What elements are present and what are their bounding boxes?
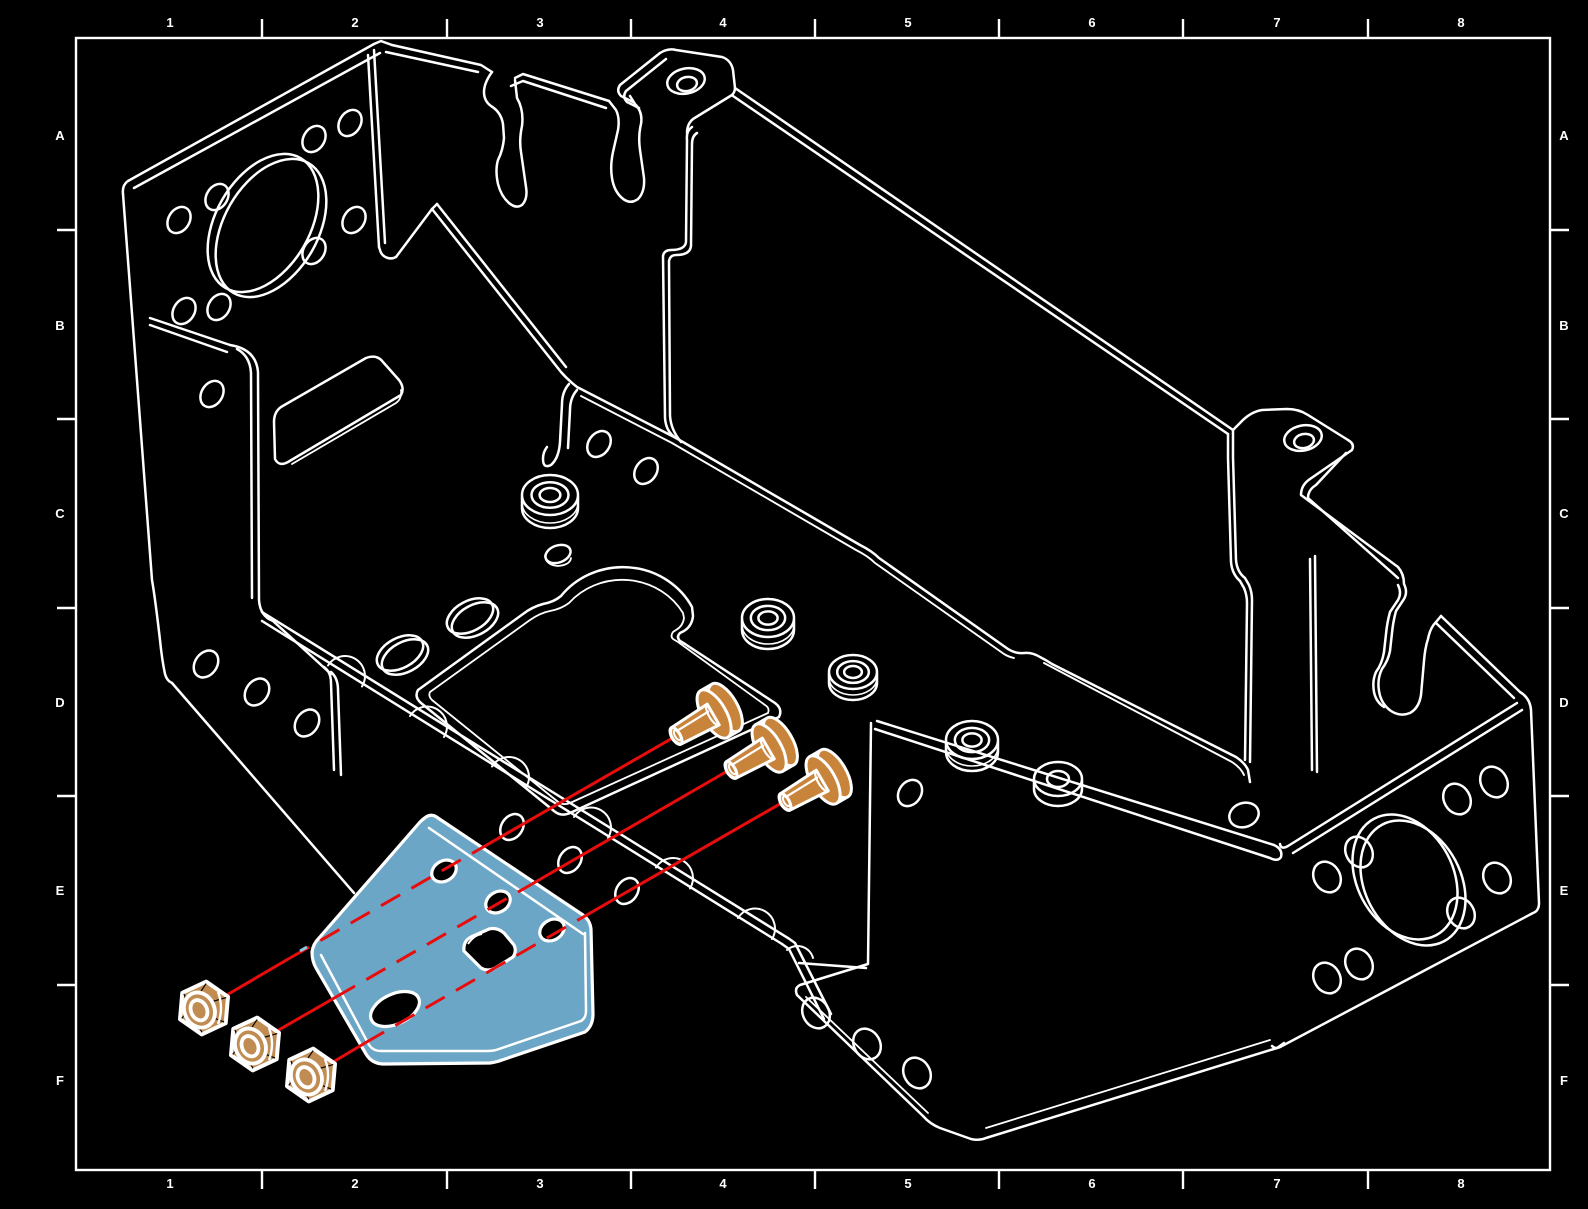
svg-text:8: 8 xyxy=(1457,1176,1464,1191)
svg-text:8: 8 xyxy=(1457,15,1464,30)
svg-text:B: B xyxy=(1559,318,1568,333)
svg-text:3: 3 xyxy=(536,15,543,30)
svg-text:1: 1 xyxy=(166,15,173,30)
svg-text:5: 5 xyxy=(904,15,911,30)
svg-text:C: C xyxy=(1559,506,1569,521)
svg-text:D: D xyxy=(1559,695,1568,710)
svg-text:2: 2 xyxy=(351,1176,358,1191)
svg-text:B: B xyxy=(55,318,64,333)
svg-text:7: 7 xyxy=(1273,15,1280,30)
svg-text:2: 2 xyxy=(351,15,358,30)
svg-text:6: 6 xyxy=(1088,1176,1095,1191)
svg-text:C: C xyxy=(55,506,65,521)
svg-text:1: 1 xyxy=(166,1176,173,1191)
svg-text:4: 4 xyxy=(719,1176,727,1191)
svg-text:E: E xyxy=(1560,883,1569,898)
svg-text:6: 6 xyxy=(1088,15,1095,30)
svg-text:3: 3 xyxy=(536,1176,543,1191)
svg-text:F: F xyxy=(1560,1073,1568,1088)
svg-text:F: F xyxy=(56,1073,64,1088)
svg-text:5: 5 xyxy=(904,1176,911,1191)
svg-text:4: 4 xyxy=(719,15,727,30)
svg-text:A: A xyxy=(1559,128,1569,143)
svg-text:A: A xyxy=(55,128,65,143)
svg-text:D: D xyxy=(55,695,64,710)
svg-text:7: 7 xyxy=(1273,1176,1280,1191)
svg-text:E: E xyxy=(56,883,65,898)
